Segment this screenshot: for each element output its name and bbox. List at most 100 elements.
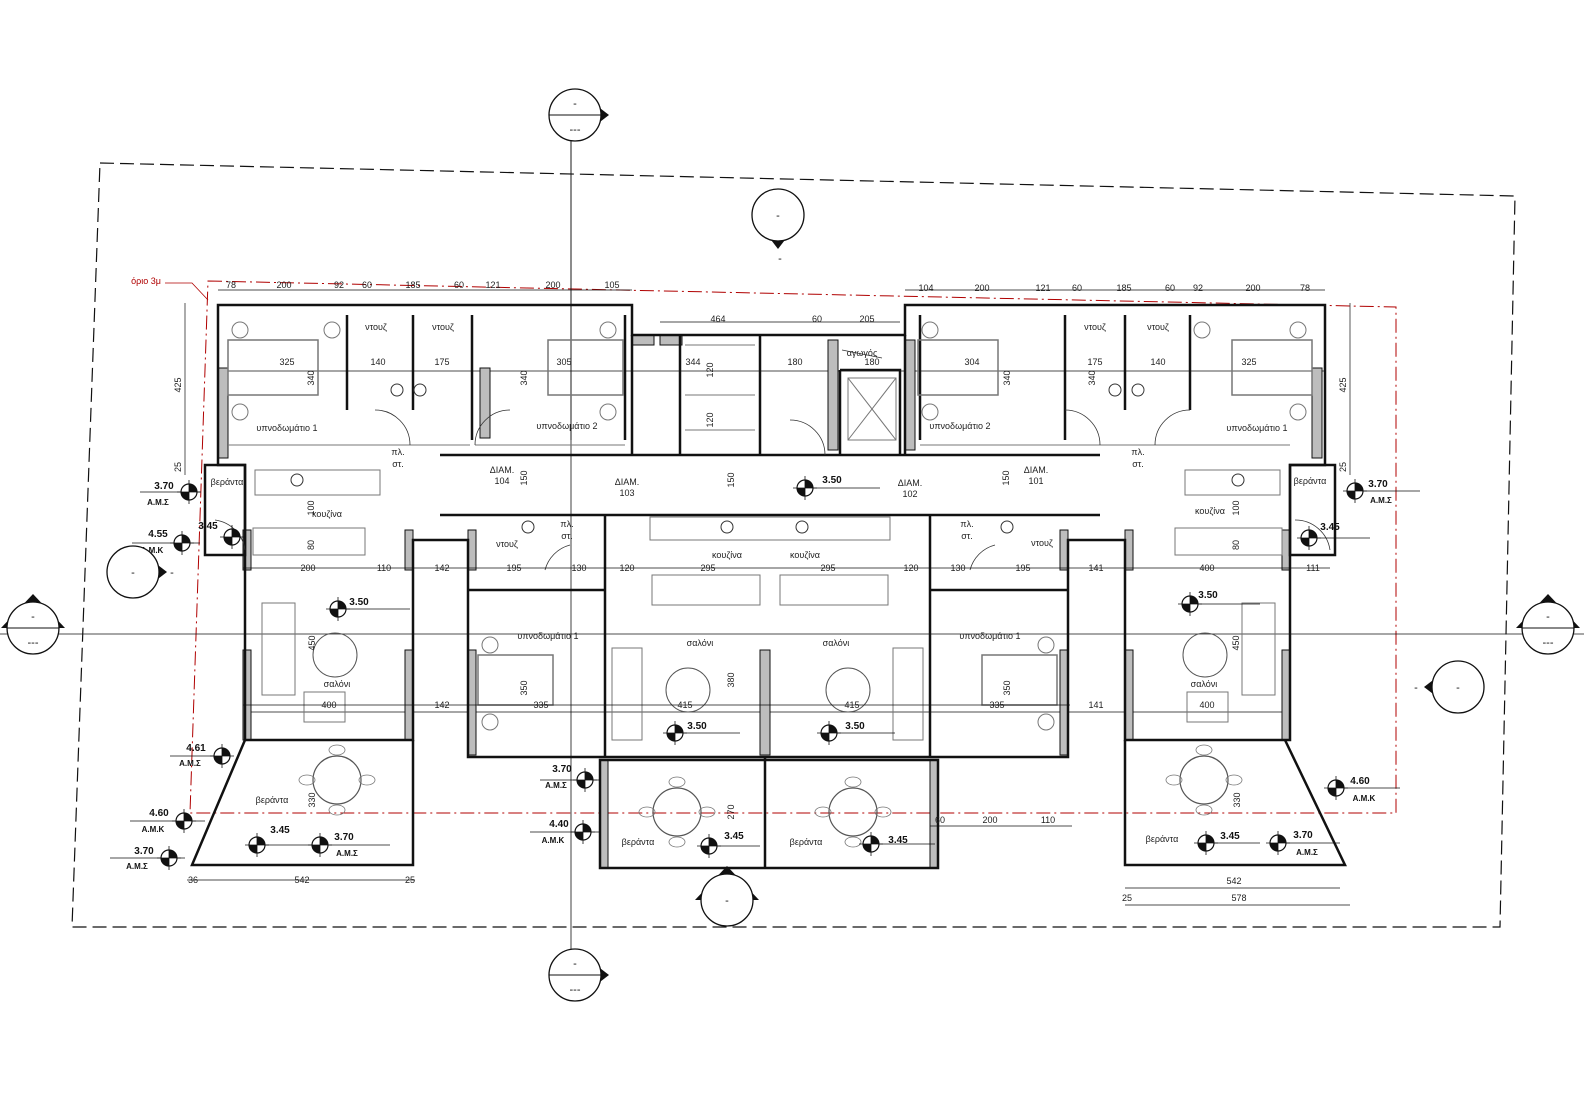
elevation-marker <box>859 832 883 856</box>
elevation-quadrant <box>222 748 230 756</box>
room-label: σαλόνι <box>687 638 714 648</box>
elevation-quadrant <box>805 480 813 488</box>
room-label: ντουζ <box>1147 322 1169 332</box>
dimension-label: 25 <box>173 462 183 472</box>
dimension-label: 350 <box>519 680 529 695</box>
hatched-wall <box>904 339 916 451</box>
elevation-marker <box>817 721 841 745</box>
elevation-quadrant <box>863 844 871 852</box>
elevation-code: Α.Μ.Σ <box>126 862 148 871</box>
room-label: υπνοδωμάτιο 1 <box>517 631 578 641</box>
elevation-marker <box>1324 776 1348 800</box>
furniture <box>303 691 346 723</box>
elevation-value: 3.70 <box>334 832 354 843</box>
door-swing <box>1154 409 1191 446</box>
elevation-quadrant <box>249 845 257 853</box>
elevation-marker <box>308 833 332 857</box>
section-marker <box>548 948 609 1002</box>
dimension-label: 200 <box>545 280 560 290</box>
dimension-label: 36 <box>188 875 198 885</box>
dimension-label: 141 <box>1088 700 1103 710</box>
elevation-quadrant <box>583 824 591 832</box>
hatched-wall <box>631 334 655 346</box>
elevation-quadrant <box>338 601 346 609</box>
bed-icon <box>917 339 999 396</box>
chair-icon <box>874 806 892 818</box>
dimension-label: 100 <box>306 500 316 515</box>
dimension-label: 304 <box>964 357 979 367</box>
room-label: υπνοδωμάτιο 2 <box>929 421 990 431</box>
room-label: ντουζ <box>432 322 454 332</box>
nightstand-icon <box>921 403 939 421</box>
section-number: - <box>573 98 577 110</box>
elevation-code: Α.Μ.Κ <box>542 836 565 845</box>
chair-icon <box>844 836 862 848</box>
elevation-quadrant <box>169 850 177 858</box>
dimension-label: 415 <box>844 700 859 710</box>
room-label: 104 <box>494 476 509 486</box>
elevation-marker <box>1266 831 1290 855</box>
room-label: κουζίνα <box>1195 506 1225 516</box>
dimension-label: 400 <box>321 700 336 710</box>
dimension-label: 142 <box>434 700 449 710</box>
dimension-label: 142 <box>434 563 449 573</box>
elevation-value: 3.70 <box>552 764 572 775</box>
dimension-label: 200 <box>982 815 997 825</box>
elevation-quadrant <box>821 733 829 741</box>
elevation-marker <box>1343 479 1367 503</box>
elevation-quadrant <box>829 725 837 733</box>
nightstand-icon <box>1037 713 1055 731</box>
wall <box>190 739 415 867</box>
furniture <box>1241 602 1276 696</box>
hatched-wall <box>479 367 491 439</box>
dimension-label: 105 <box>604 280 619 290</box>
dimension-label: 200 <box>276 280 291 290</box>
room-label: ντουζ <box>1031 538 1053 548</box>
elevation-quadrant <box>871 836 879 844</box>
hatched-wall <box>827 339 839 451</box>
chair-icon <box>638 806 656 818</box>
furniture <box>892 647 924 741</box>
room-label: ντουζ <box>365 322 387 332</box>
room-label: ΔΙΑΜ. <box>898 478 923 488</box>
section-marker <box>751 188 805 249</box>
furniture <box>252 527 366 556</box>
section-number: - <box>131 567 135 579</box>
dimension-label: 60 <box>1165 283 1175 293</box>
elevation-quadrant <box>1328 788 1336 796</box>
dimension-label: 380 <box>726 672 736 687</box>
dimension-label: 80 <box>1231 540 1241 550</box>
room-label: πλ. <box>560 519 573 529</box>
bed-icon <box>477 654 554 706</box>
bed-icon <box>1231 339 1313 396</box>
room-label: πλ. <box>1131 447 1144 457</box>
elevation-quadrant <box>585 772 593 780</box>
nightstand-icon <box>1289 321 1307 339</box>
door-swing <box>969 544 996 571</box>
elevation-marker <box>245 833 269 857</box>
room-label: ΔΙΑΜ. <box>615 477 640 487</box>
section-sheet: - <box>170 567 174 579</box>
chair-icon <box>1165 774 1183 786</box>
elevation-marker <box>326 597 350 621</box>
round-table-icon <box>312 632 358 678</box>
section-circle <box>751 188 805 242</box>
elevation-value: 4.61 <box>186 743 206 754</box>
dimension-label: 140 <box>370 357 385 367</box>
section-sheet: --- <box>28 637 39 649</box>
section-sheet: - <box>778 253 782 265</box>
dimension-label: 60 <box>812 314 822 324</box>
elevation-marker <box>793 476 817 500</box>
dimension-label: 150 <box>726 472 736 487</box>
dimension-label: 78 <box>1300 283 1310 293</box>
elevation-quadrant <box>330 609 338 617</box>
furniture <box>685 344 755 431</box>
round-table-icon <box>665 667 711 713</box>
door-swing <box>374 409 411 446</box>
room-label: υπνοδωμάτιο 1 <box>959 631 1020 641</box>
door-swing <box>789 419 826 456</box>
dimension-label: 425 <box>173 377 183 392</box>
nightstand-icon <box>599 403 617 421</box>
elevation-quadrant <box>174 543 182 551</box>
elevation-value: 3.45 <box>1220 831 1240 842</box>
